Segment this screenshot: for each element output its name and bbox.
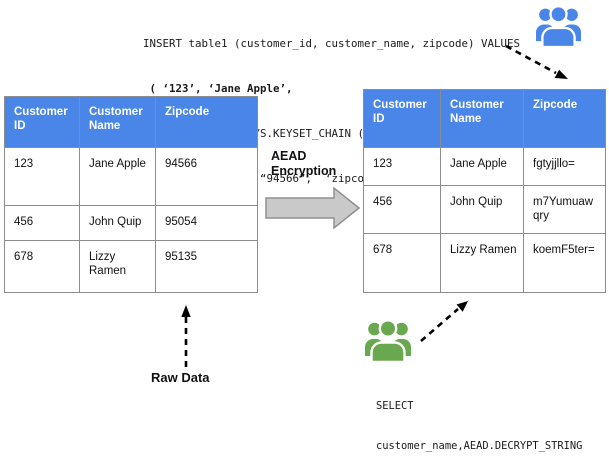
table-cell: John Quip [79,205,156,241]
column-header: Customer ID [4,96,80,148]
table-cell: 678 [363,233,441,293]
table-row: 678 Lizzy Ramen koemF5ter= [363,233,606,293]
column-header: Customer ID [363,89,441,148]
insert-sql-line: ( ‘123’, ‘Jane Apple’, [143,82,293,95]
select-sql-line: customer_name,AEAD.DECRYPT_STRING [376,440,583,453]
column-header: Customer Name [440,89,524,148]
table-cell: Lizzy Ramen [440,233,524,293]
table-cell: m7Yumuawqry [523,185,606,234]
insert-sql-line: INSERT table1 (customer_id, customer_nam… [143,37,521,50]
table-cell: 123 [363,147,441,186]
select-sql-line: SELECT [376,399,414,412]
table-row: 456 John Quip 95054 [4,205,258,241]
table-cell: Jane Apple [440,147,524,186]
table-cell: John Quip [440,185,524,234]
table-cell: 94566 [155,147,258,206]
table-cell: 95135 [155,240,258,293]
aead-encryption-label: AEAD Encryption [271,149,337,178]
raw-data-label: Raw Data [151,370,210,385]
table-cell: 678 [4,240,80,293]
column-header: Zipcode [155,96,258,148]
table-row: 123 Jane Apple fgtyjjllo= [363,147,606,186]
table-cell: 456 [4,205,80,241]
table-row: 123 Jane Apple 94566 [4,147,258,206]
table-row: 456 John Quip m7Yumuawqry [363,185,606,234]
table-cell: Lizzy Ramen [79,240,156,293]
select-sql-code: SELECT customer_name,AEAD.DECRYPT_STRING… [376,373,582,469]
encrypted-data-table: Customer ID Customer Name Zipcode 123 Ja… [363,89,606,293]
table-header-row: Customer ID Customer Name Zipcode [363,89,606,148]
users-group-blue-icon [536,5,581,47]
table-cell: koemF5ter= [523,233,606,293]
table-cell: Jane Apple [79,147,156,206]
users-group-green-icon [365,319,411,363]
select-flow-arrow [420,301,468,342]
table-cell: 123 [4,147,80,206]
table-header-row: Customer ID Customer Name Zipcode [4,96,258,148]
table-cell: fgtyjjllo= [523,147,606,186]
column-header: Zipcode [523,89,606,148]
table-cell: 95054 [155,205,258,241]
table-cell: 456 [363,185,441,234]
table-row: 678 Lizzy Ramen 95135 [4,240,258,293]
column-header: Customer Name [79,96,156,148]
raw-data-table: Customer ID Customer Name Zipcode 123 Ja… [4,96,258,293]
raw-data-arrow [181,305,191,367]
